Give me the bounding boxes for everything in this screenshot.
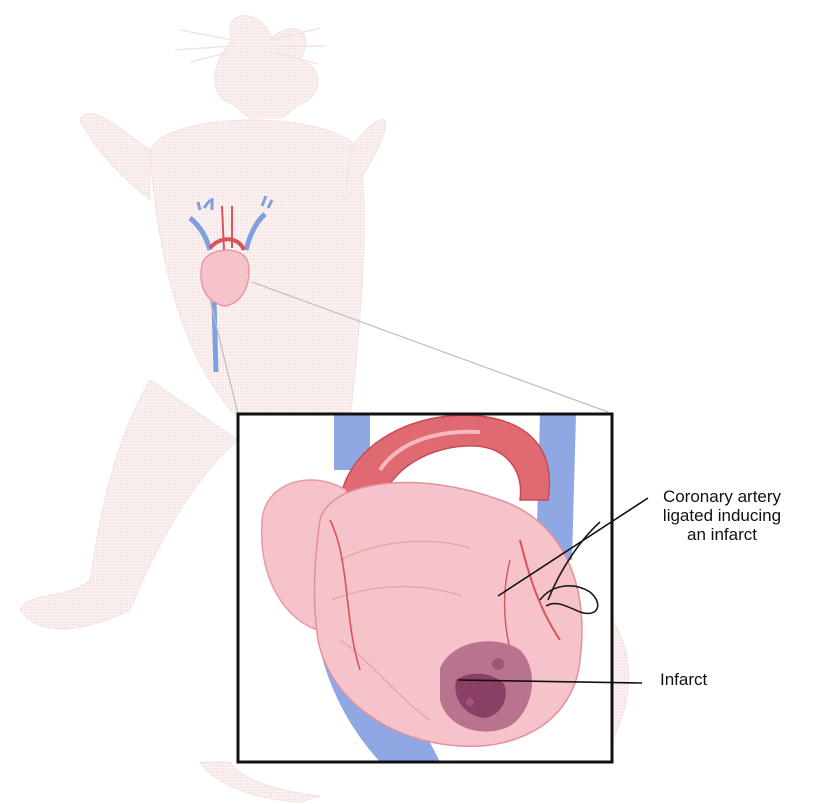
coronary-label-line-3: an infarct [630, 525, 814, 544]
coronary-label-line-2: ligated inducing [630, 506, 814, 525]
coronary-artery-label: Coronary artery ligated inducing an infa… [630, 487, 814, 544]
coronary-label-line-1: Coronary artery [630, 487, 814, 506]
infarct-label: Infarct [660, 670, 707, 689]
